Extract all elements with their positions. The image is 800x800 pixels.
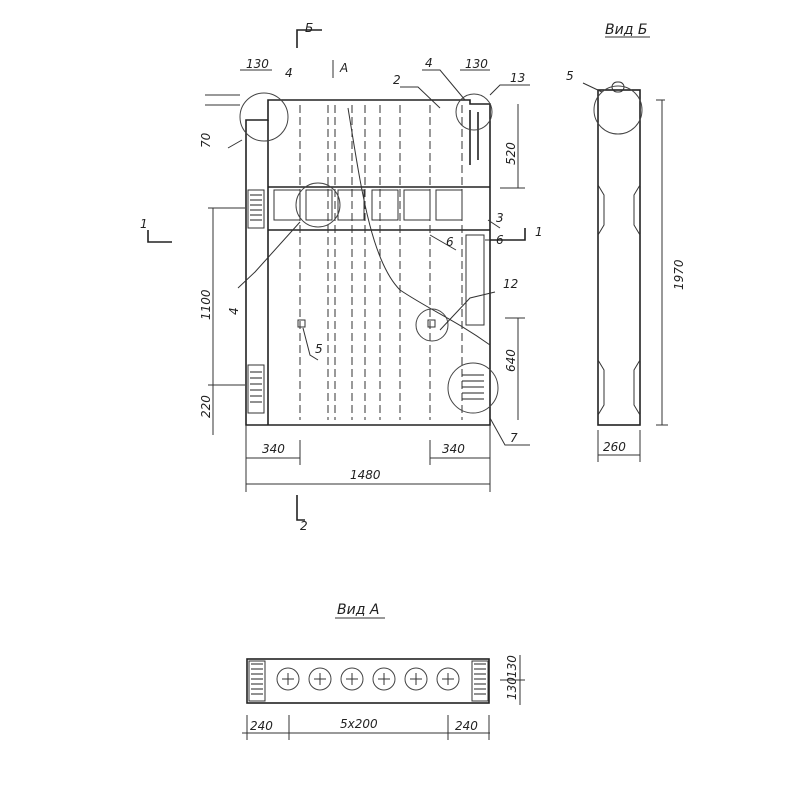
callout-3: 3: [496, 211, 504, 225]
lifting-loop-mark: [427, 319, 436, 328]
callout-5: 5: [315, 342, 323, 356]
hidden-lines: [299, 105, 463, 420]
section-1-right-label: 1: [535, 225, 543, 239]
section-2-top-label: Б: [305, 21, 313, 35]
dim-220: 220: [199, 395, 213, 418]
leader-lines: [227, 69, 530, 446]
view-a-mark: А: [339, 61, 348, 75]
section-1-left-label: 1: [140, 217, 148, 231]
hatch: [250, 194, 484, 403]
dim-1970: 1970: [672, 259, 686, 290]
left-keys: [247, 189, 265, 414]
key-grooves: [597, 184, 641, 416]
panel-outline: [245, 99, 491, 426]
dim-640: 640: [504, 349, 518, 372]
callout-4-top-right: 4: [425, 56, 433, 70]
dim-1480: 1480: [350, 468, 381, 482]
side-outline: [597, 89, 641, 426]
dim-340-left: 340: [262, 442, 285, 456]
dim-a-240-left: 240: [250, 719, 273, 733]
callout-5-side: 5: [566, 69, 574, 83]
plan-outline: [246, 658, 490, 704]
view-b-title: Вид Б: [605, 22, 647, 38]
dim-260: 260: [603, 440, 626, 454]
callout-7: 7: [510, 431, 518, 445]
hole-circles: [276, 667, 460, 691]
callout-13: 13: [510, 71, 525, 85]
side-view-b: [582, 81, 668, 462]
dim-520: 520: [504, 142, 518, 165]
callout-6: 6: [446, 235, 454, 249]
dim-130-right: 130: [465, 57, 488, 71]
top-view-a: [242, 36, 650, 740]
dimension-lines: [205, 69, 525, 492]
dim-130-left: 130: [246, 57, 269, 71]
callout-4-top-left: 4: [285, 66, 293, 80]
break-line: [347, 107, 491, 346]
side-channel: [465, 234, 485, 326]
callout-2: 2: [393, 73, 401, 87]
section-2-bottom-label: 2: [300, 519, 308, 533]
dim-a-240-right: 240: [455, 719, 478, 733]
dim-a-130-bottom: 130: [505, 677, 519, 700]
detail-circles: [239, 92, 499, 414]
dim-340-right: 340: [442, 442, 465, 456]
view-a-title: Вид А: [337, 602, 379, 618]
dim-a-130-top: 130: [505, 655, 519, 678]
dim-70: 70: [199, 132, 213, 148]
dim-1100: 1100: [199, 289, 213, 320]
callout-6b: 6: [496, 233, 504, 247]
dim-a-5x200: 5x200: [340, 717, 378, 731]
section-markers: [147, 29, 526, 521]
lifting-loop-mark: [297, 319, 306, 328]
front-view: [147, 29, 530, 521]
callout-12: 12: [503, 277, 518, 291]
callout-4-left: 4: [227, 307, 241, 315]
window-openings: [273, 189, 463, 221]
